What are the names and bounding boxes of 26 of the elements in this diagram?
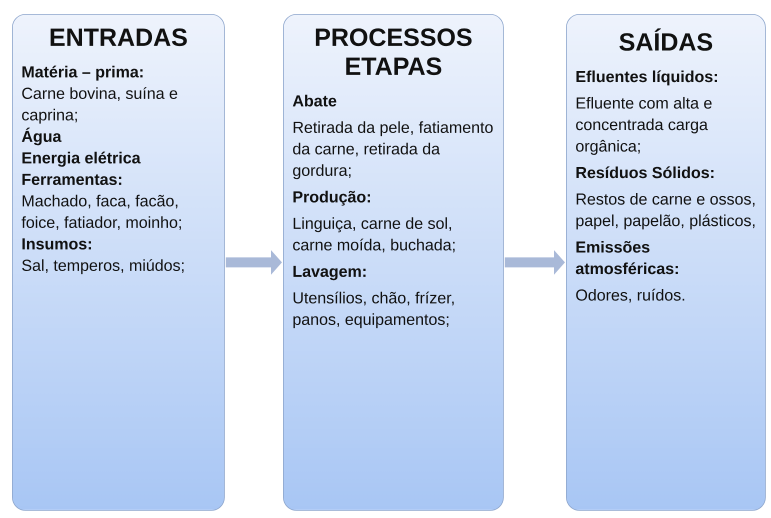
section-label: Matéria – prima:: [22, 66, 143, 81]
section-text: Linguiça, carne de sol, carne moída, buchada;: [293, 217, 455, 252]
section-text: Carne bovina, suína e caprina;: [22, 87, 178, 124]
section-text: Odores, ruídos.: [576, 288, 684, 303]
section-label: Abate: [292, 94, 336, 106]
stage-box: [566, 14, 766, 511]
section-label: Ferramentas:: [22, 174, 122, 185]
section-text: Restos de carne e ossos, papel, papelão, plásticos,: [576, 192, 754, 230]
section-label: Insumos:: [22, 238, 91, 250]
section-text: Machado, faca, facão, foice, fatiador, moinho;: [22, 194, 181, 230]
section-text: Retirada da pele, fatiamento da carne, retirada da gordura;: [293, 121, 493, 180]
section-label: Água: [22, 128, 62, 146]
stage-box: [283, 14, 504, 511]
section-text: Utensílios, chão, frízer, panos, equipamentos;: [293, 292, 454, 328]
section-text: Sal, temperos, miúdos;: [22, 259, 184, 274]
box-heading: SAÍDAS: [619, 28, 712, 51]
section-label: Produção:: [293, 190, 370, 206]
section-text: Efluente com alta e concentrada carga orgânica;: [576, 96, 712, 155]
section-label: Energia elétrica: [22, 152, 141, 167]
section-label: Lavagem:: [293, 266, 366, 280]
section-label: Efluentes líquidos:: [576, 70, 717, 86]
stage-box: [12, 14, 225, 511]
box-heading: PROCESSOS ETAPAS: [316, 28, 472, 76]
box-heading: ENTRADAS: [50, 28, 187, 46]
section-label: Emissões atmosféricas:: [576, 240, 678, 274]
section-label: Resíduos Sólidos:: [576, 166, 714, 178]
